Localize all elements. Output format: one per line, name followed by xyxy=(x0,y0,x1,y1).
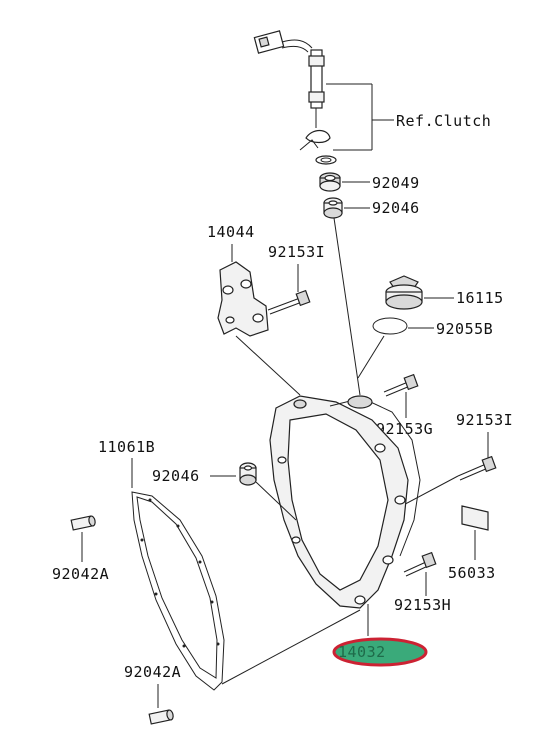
seal-92049 xyxy=(319,172,370,192)
gasket-11061b xyxy=(131,491,225,691)
label-92049: 92049 xyxy=(372,174,420,192)
label-14032: 14032 xyxy=(338,643,386,661)
bracket-14044 xyxy=(217,261,269,337)
ref-clutch-leaders xyxy=(326,83,394,151)
bolt-92153h xyxy=(403,551,437,596)
label-92153i-left: 92153I xyxy=(268,243,325,261)
dowel-92042a-bottom xyxy=(148,709,174,725)
label-11061b: 11061B xyxy=(98,438,155,456)
highlight-ellipse-14032 xyxy=(332,637,428,667)
label-92046-mid: 92046 xyxy=(152,467,200,485)
bearing-92046-mid xyxy=(239,462,257,486)
bearing-92046-top xyxy=(323,197,370,219)
clutch-cable-assembly xyxy=(253,30,337,165)
bolt-92153i-right xyxy=(457,455,497,481)
label-92042a-bottom: 92042A xyxy=(124,663,181,681)
dowel-92042a-top xyxy=(70,515,96,531)
label-ref-clutch: Ref.Clutch xyxy=(396,112,491,130)
label-14044: 14044 xyxy=(207,223,255,241)
label-92046-top: 92046 xyxy=(372,199,420,217)
plate-56033 xyxy=(461,505,489,560)
label-92055b: 92055B xyxy=(436,320,493,338)
clutch-cover-14032 xyxy=(269,395,421,609)
oring-92055b xyxy=(357,317,434,379)
shaft-leader xyxy=(333,217,361,396)
label-92153i-right: 92153I xyxy=(456,411,513,429)
plug-16115 xyxy=(385,275,454,310)
label-92042a-top: 92042A xyxy=(52,565,109,583)
label-92153h: 92153H xyxy=(394,596,451,614)
bolt-92153i-left xyxy=(267,289,311,315)
label-56033: 56033 xyxy=(448,564,496,582)
label-16115: 16115 xyxy=(456,289,504,307)
bolt-92153g xyxy=(383,373,419,418)
